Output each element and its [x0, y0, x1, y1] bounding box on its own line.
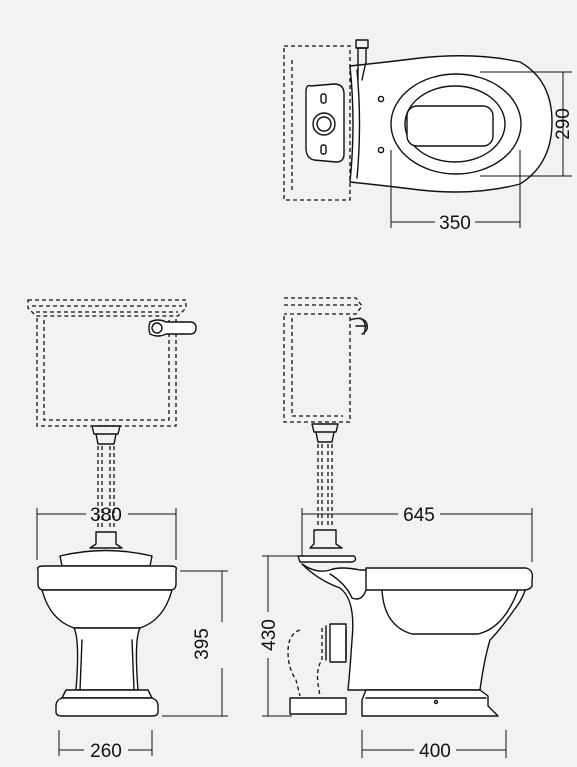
- plan-flush-button: [312, 112, 336, 136]
- plan-bowl-opening: [406, 105, 494, 147]
- front-base: [55, 697, 159, 717]
- side-outlet-connector: [329, 623, 347, 663]
- plan-flush-button-inner: [316, 116, 332, 132]
- plan-depth-label: 290: [553, 108, 574, 140]
- side-length-label: 645: [403, 505, 435, 526]
- side-height-label: 430: [259, 619, 280, 651]
- plan-handle-lever: [355, 39, 369, 49]
- side-cistern-body: [283, 316, 351, 423]
- front-pedestal-inner: [79, 639, 135, 691]
- side-pan-body: [301, 563, 528, 691]
- front-plinth: [61, 689, 153, 699]
- side-outlet-dashed: [287, 628, 323, 697]
- side-pan-rim: [365, 567, 534, 591]
- side-pipe-fitting-bottom: [309, 529, 343, 549]
- front-cistern-lid-line: [32, 305, 182, 313]
- front-pan-bowl: [41, 589, 173, 629]
- front-cistern-inner: [43, 320, 170, 421]
- plan-cistern-outline: [283, 45, 351, 201]
- side-plinth: [361, 689, 499, 717]
- side-inlet-horn: [297, 555, 357, 563]
- side-flush-lever: [349, 317, 369, 335]
- plan-pan-rim-edge: [356, 69, 361, 179]
- front-pipe-fitting-bottom: [89, 531, 123, 549]
- side-pan-neck: [329, 573, 367, 600]
- front-pedestal: [73, 627, 141, 691]
- side-cistern-lid: [284, 297, 363, 315]
- front-lever-boss: [151, 322, 163, 334]
- side-plinth-dot: [433, 699, 439, 705]
- front-base-width-label: 260: [90, 741, 122, 762]
- side-flush-pipe: [317, 444, 333, 528]
- plan-fixing-slot-top: [320, 93, 327, 104]
- plan-fixing-slot-bottom: [320, 144, 327, 155]
- front-pan-rim: [36, 565, 178, 591]
- side-lever-hook: [359, 317, 367, 335]
- plan-flush-pipe: [357, 47, 367, 81]
- plan-seat-hole-bottom: [377, 146, 385, 154]
- side-view: 645 430 400: [259, 297, 534, 762]
- front-width-label: 380: [90, 505, 122, 526]
- plan-seat-hole-top: [377, 95, 385, 103]
- front-pipe-fitting-top: [91, 425, 121, 445]
- side-pipe-fitting-top: [311, 423, 339, 443]
- side-base-length-label: 400: [419, 741, 451, 762]
- side-cistern-inner: [291, 318, 343, 417]
- plan-width-label: 350: [439, 213, 471, 234]
- side-pan-bowl: [381, 589, 519, 635]
- front-cistern-lid: [27, 299, 187, 317]
- front-view: 380 395 260: [27, 299, 228, 762]
- front-height-label: 395: [192, 628, 213, 660]
- plan-bowl-inner: [404, 85, 506, 163]
- side-foot: [289, 697, 347, 715]
- front-flush-pipe: [97, 446, 115, 530]
- plan-view: 290 350: [283, 39, 574, 234]
- side-outlet-flange: [325, 625, 347, 661]
- front-pan-top: [59, 549, 153, 567]
